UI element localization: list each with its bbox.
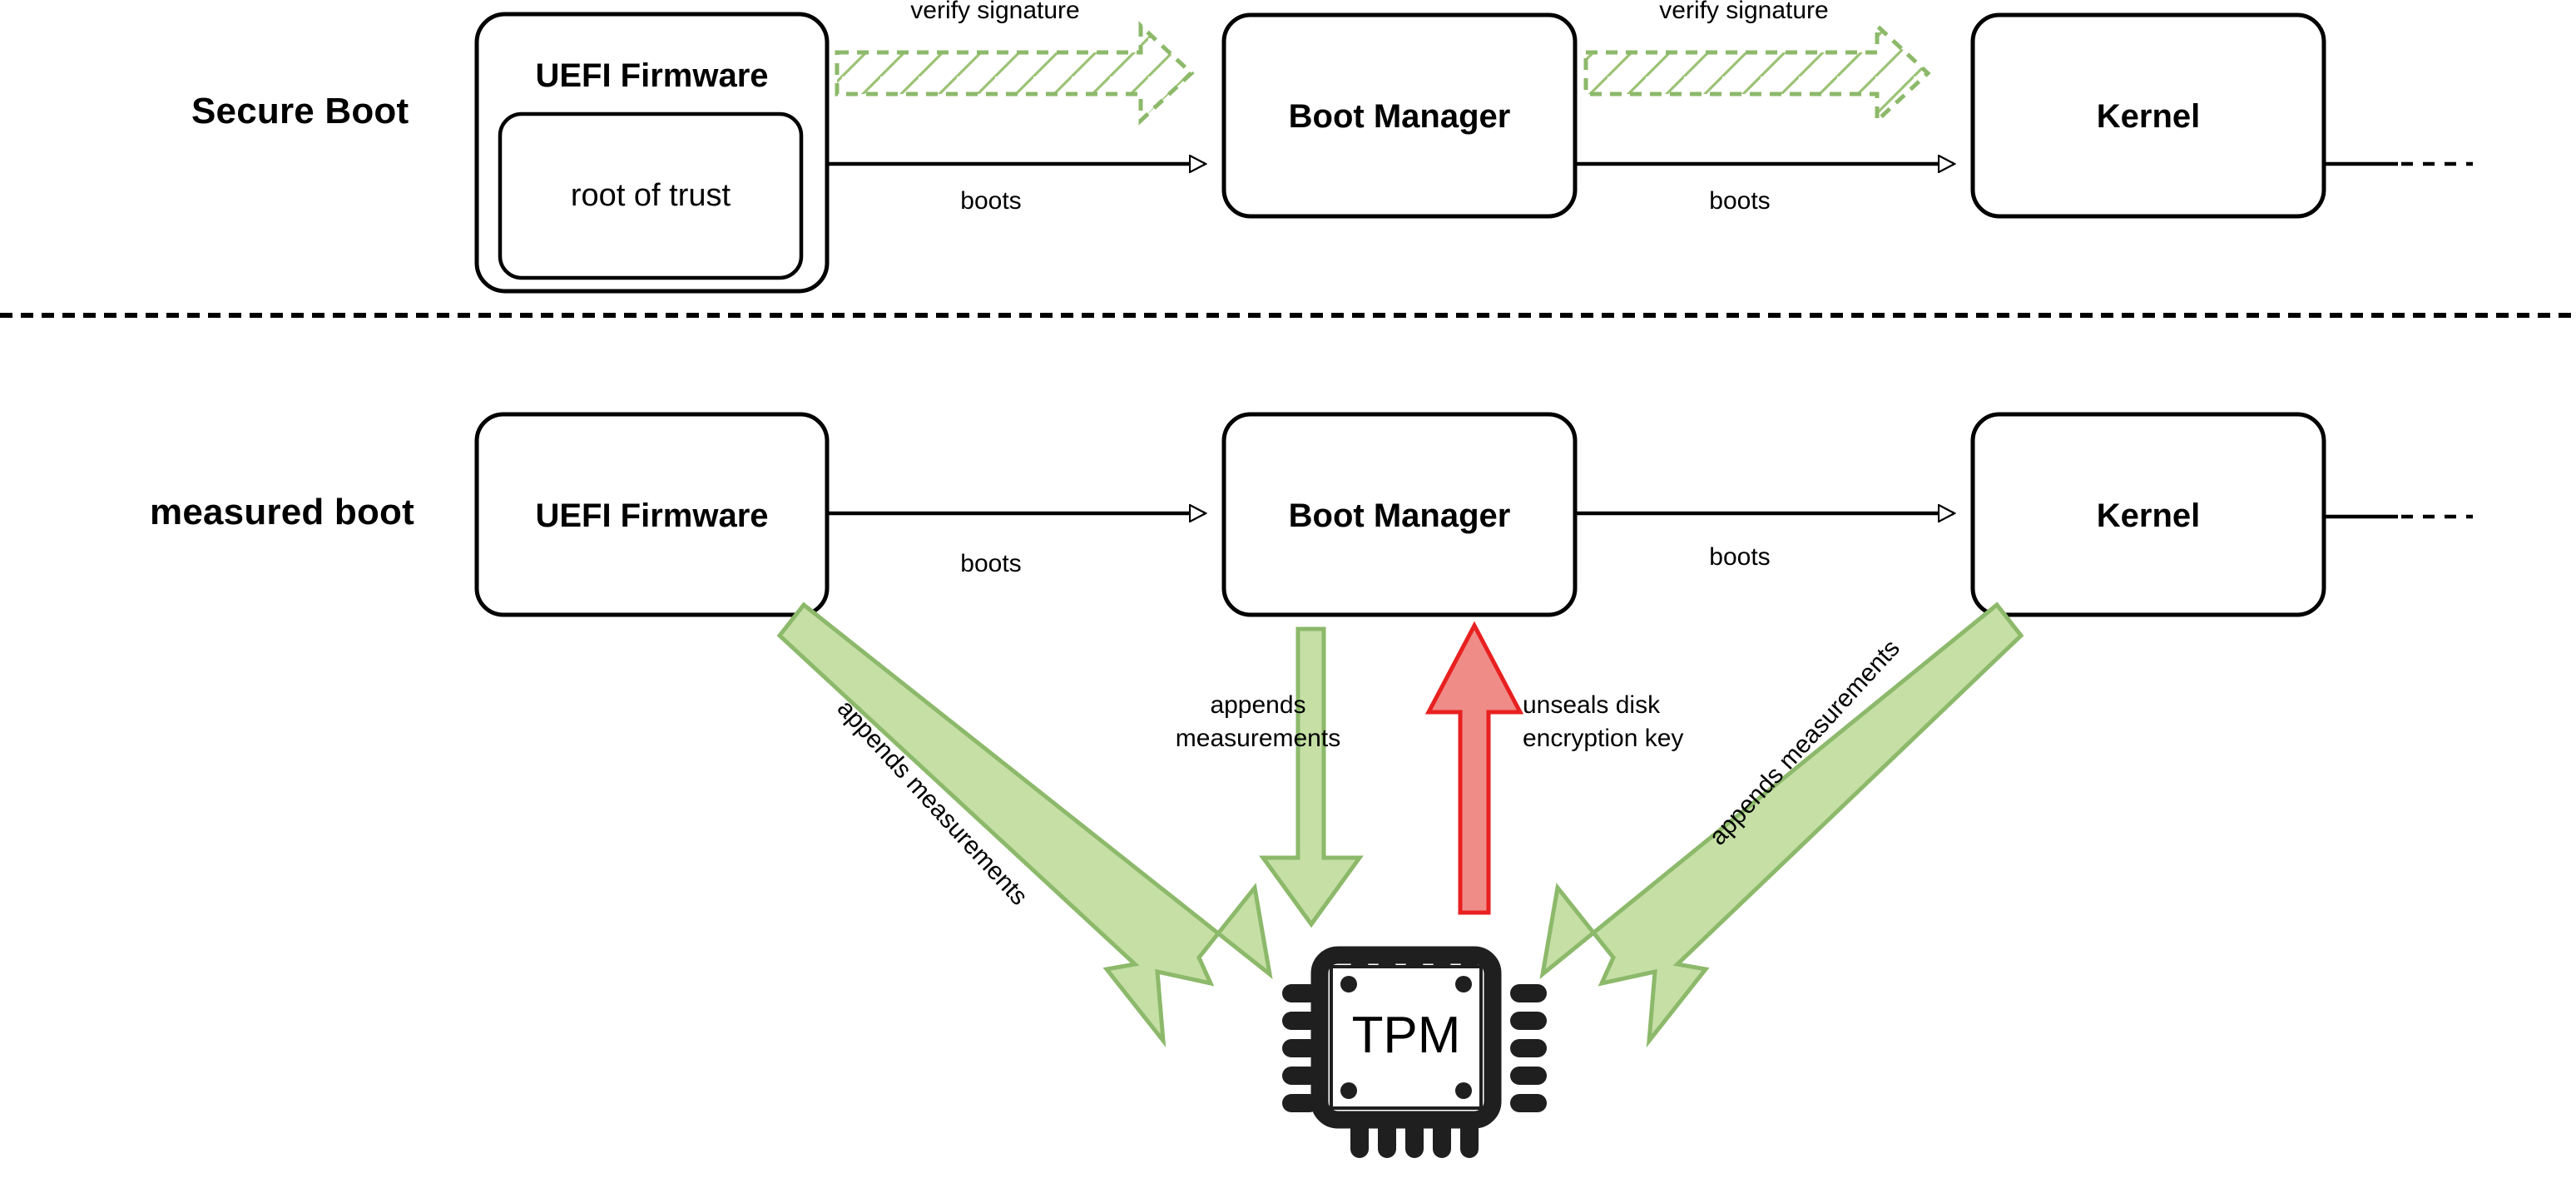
edge-label-unseals-disk-encryption-key: unseals disk encryption key [1523, 691, 1684, 752]
node-label-kernel-top: Kernel [2096, 98, 2201, 135]
tpm-chip-icon[interactable] [1282, 946, 1547, 1158]
edge-unseals-disk-encryption-key [1424, 621, 1524, 915]
node-boot-manager-bottom[interactable] [1221, 412, 1578, 617]
node-label-boot-manager-top: Boot Manager [1288, 98, 1511, 135]
row-label-measured-boot: measured boot [150, 492, 414, 532]
edge-label-boots-3: boots [960, 550, 1022, 577]
edge-appends-measurements-mid [1259, 626, 1364, 928]
node-label-wrap-boot-manager-bottom: Boot Manager [1224, 497, 1575, 536]
node-label-wrap-uefi-bottom: UEFI Firmware [477, 497, 827, 536]
node-label-wrap-uefi-top: UEFI Firmware [477, 57, 827, 96]
node-root-of-trust [498, 111, 804, 280]
edge-verify-signature-1 [835, 21, 1195, 126]
node-label-kernel-bottom: Kernel [2096, 497, 2201, 534]
node-label-uefi-firmware-bottom: UEFI Firmware [535, 497, 769, 534]
edge-appends-measurements-left [776, 601, 1273, 1048]
node-label-boot-manager-bottom: Boot Manager [1288, 497, 1511, 534]
edge-label-appends-measurements-mid: appends measurements [1175, 691, 1341, 752]
node-label-wrap-root-of-trust: root of trust [500, 177, 801, 215]
edge-verify-signature-2 [1583, 21, 1931, 126]
edge-label-verify-signature-2: verify signature [1659, 0, 1829, 24]
node-label-wrap-kernel-top: Kernel [1973, 97, 2324, 136]
node-label-wrap-kernel-bottom: Kernel [1973, 497, 2324, 536]
edge-label-verify-signature-1: verify signature [910, 0, 1080, 24]
edge-label-boots-4: boots [1709, 543, 1771, 571]
node-uefi-firmware-top[interactable] [474, 12, 830, 294]
node-uefi-firmware-bottom[interactable] [474, 412, 830, 617]
node-kernel-bottom[interactable] [1970, 412, 2326, 617]
row-label-secure-boot: Secure Boot [191, 91, 409, 131]
node-label-wrap-boot-manager-top: Boot Manager [1224, 97, 1575, 136]
node-label-root-of-trust: root of trust [570, 178, 731, 213]
node-boot-manager-top[interactable] [1221, 12, 1578, 219]
node-label-uefi-firmware-top: UEFI Firmware [535, 57, 769, 94]
edge-label-boots-1: boots [960, 187, 1022, 215]
tpm-chip-label: TPM [1351, 1007, 1461, 1064]
node-kernel-top[interactable] [1970, 12, 2326, 219]
edge-label-boots-2: boots [1709, 187, 1771, 215]
edge-appends-measurements-right [1539, 601, 2024, 1048]
